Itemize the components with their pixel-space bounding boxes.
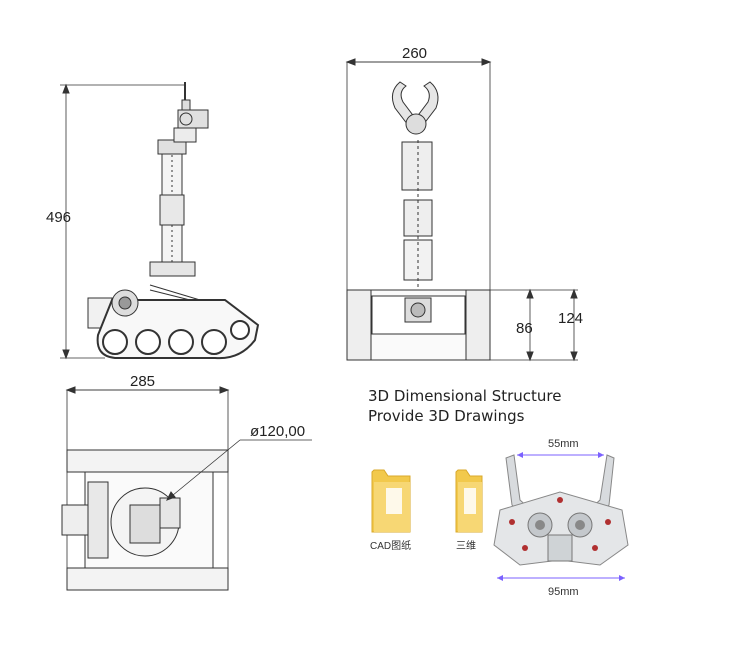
- caption-structure: 3D Dimensional Structure: [368, 387, 562, 405]
- side-view-drawing: [60, 82, 260, 360]
- plan-view-drawing: [61, 386, 312, 591]
- dimension-width-plan: 285: [130, 373, 155, 390]
- dimension-height-total: 496: [46, 209, 71, 226]
- folder-icon[interactable]: [455, 469, 483, 533]
- dimension-height-base-inner: 86: [516, 320, 533, 337]
- file-label-cad: CAD图纸: [370, 539, 411, 552]
- file-label-3d: 三维: [456, 539, 476, 552]
- folder-icon[interactable]: [371, 469, 411, 533]
- gripper-top-width: 55mm: [548, 438, 579, 450]
- dimension-diameter: ø120,00: [250, 423, 305, 440]
- gripper-detail-image: [493, 452, 629, 581]
- caption-drawings: Provide 3D Drawings: [368, 407, 525, 425]
- dimension-width-top: 260: [402, 45, 427, 62]
- dimension-height-base-outer: 124: [558, 310, 583, 327]
- gripper-bottom-width: 95mm: [548, 586, 579, 598]
- front-view-drawing: [345, 58, 578, 362]
